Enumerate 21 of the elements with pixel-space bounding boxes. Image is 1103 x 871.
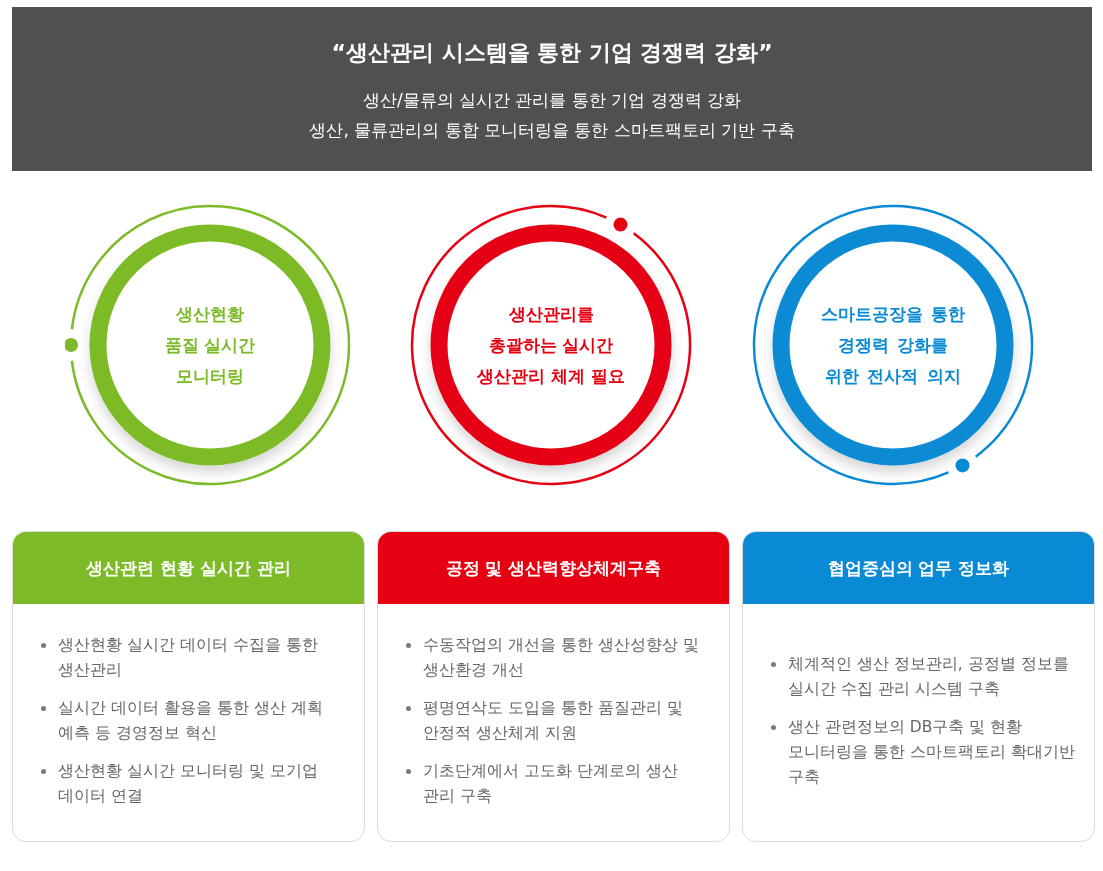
info-card — [12, 531, 365, 842]
bullet-text: 기초단계에서 고도화 단계로의 생산 관리 구축 — [423, 760, 679, 807]
circle-label: 생산현황 품질 실시간 모니터링 — [163, 302, 257, 388]
bullet-text: 생산현황 실시간 모니터링 및 모기업 데이터 연결 — [58, 760, 319, 807]
bullet-text: 수동작업의 개선을 통한 생산성향상 및 생산환경 개선 — [423, 634, 700, 681]
info-card — [742, 531, 1095, 842]
card-header: 생산관련 현황 실시간 관리 — [13, 532, 364, 604]
card-header: 협업중심의 업무 정보화 — [743, 532, 1094, 604]
banner-subtitle: 생산/물류의 실시간 관리를 통한 기업 경쟁력 강화 — [361, 89, 743, 112]
bullet-text: 평명연삭도 도입을 통한 품질관리 및 안정적 생산체계 지원 — [423, 697, 684, 744]
bullet-text: 생산현황 실시간 데이터 수집을 통한 생산관리 — [58, 634, 319, 681]
banner-subtitle: 생산, 물류관리의 통합 모니터링을 통한 스마트팩토리 기반 구축 — [308, 119, 796, 142]
circle-label: 생산관리를 총괄하는 실시간 생산관리 체계 필요 — [476, 302, 626, 388]
bullet-text: 실시간 데이터 활용을 통한 생산 계획 예측 등 경영정보 혁신 — [58, 697, 324, 744]
bullet-text: 체계적인 생산 정보관리, 공정별 정보를 실시간 수집 관리 시스템 구축 — [788, 653, 1070, 700]
card-header: 공정 및 생산력향상체계구축 — [378, 532, 729, 604]
info-card — [377, 531, 730, 842]
banner-heading: “생산관리 시스템을 통한 기업 경쟁력 강화” — [330, 39, 774, 67]
circle-label: 스마트공장을 통한 경쟁력 강화를 위한 전사적 의지 — [819, 302, 967, 388]
bullet-text: 생산 관련정보의 DB구축 및 현황 모니터링을 통한 스마트팩토리 확대기반 구축 — [788, 716, 1076, 788]
title-banner — [12, 7, 1092, 171]
